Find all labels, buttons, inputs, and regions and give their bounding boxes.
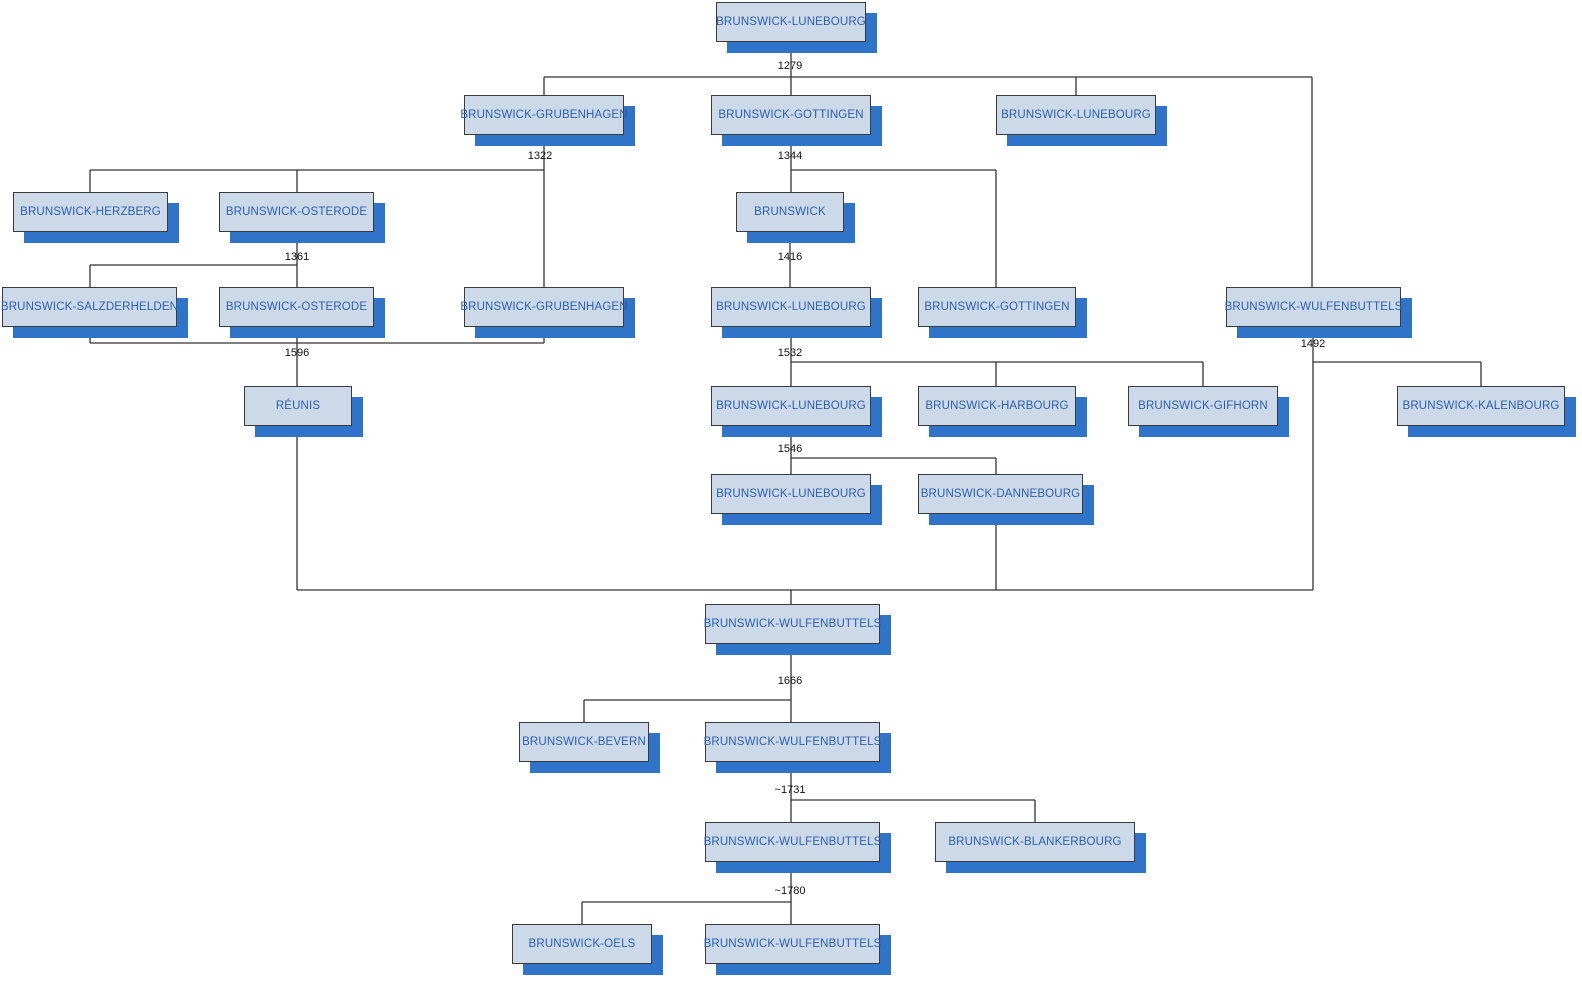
edge-year-label: 1532 [777,347,803,359]
edge-year-label: 1361 [284,251,310,263]
edge-year-label: ~1731 [774,784,806,796]
tree-node[interactable]: BRUNSWICK-LUNEBOURG [711,287,871,327]
tree-node[interactable]: BRUNSWICK-KALENBOURG [1397,386,1565,426]
edge-year-label: ~1780 [774,885,806,897]
tree-node[interactable]: RÉUNIS [244,386,352,426]
tree-node[interactable]: BRUNSWICK-BEVERN [519,722,649,762]
tree-node[interactable]: BRUNSWICK-LUNEBOURG [716,2,866,42]
edge-year-label: 1596 [284,347,310,359]
tree-node[interactable]: BRUNSWICK-GOTTINGEN [918,287,1076,327]
edge-year-label: 1416 [777,251,803,263]
tree-node[interactable]: BRUNSWICK-OSTERODE [219,287,374,327]
tree-node[interactable]: BRUNSWICK-GRUBENHAGEN [460,287,628,327]
tree-node[interactable]: BRUNSWICK-DANNEBOURG [918,474,1083,514]
tree-node[interactable]: BRUNSWICK-WULFENBUTTELS [704,822,881,862]
edge-year-label: 1492 [1300,338,1326,350]
edge-year-label: 1666 [777,675,803,687]
edge-year-label: 1279 [777,60,803,72]
tree-node[interactable]: BRUNSWICK-OSTERODE [219,192,374,232]
tree-node[interactable]: BRUNSWICK-HERZBERG [13,192,168,232]
edge-year-label: 1546 [777,443,803,455]
tree-node[interactable]: BRUNSWICK-WULFENBUTTELS [704,604,881,644]
tree-node[interactable]: BRUNSWICK-BLANKERBOURG [935,822,1135,862]
tree-node[interactable]: BRUNSWICK-GRUBENHAGEN [460,95,628,135]
tree-node[interactable]: BRUNSWICK-OELS [512,924,652,964]
edge-year-label: 1344 [777,150,803,162]
tree-node[interactable]: BRUNSWICK-LUNEBOURG [996,95,1156,135]
tree-node[interactable]: BRUNSWICK-SALZDERHELDEN [1,287,178,327]
tree-node[interactable]: BRUNSWICK-HARBOURG [918,386,1076,426]
tree-node[interactable]: BRUNSWICK-GIFHORN [1128,386,1278,426]
tree-node[interactable]: BRUNSWICK [736,192,844,232]
tree-node[interactable]: BRUNSWICK-LUNEBOURG [711,474,871,514]
tree-node[interactable]: BRUNSWICK-GOTTINGEN [711,95,871,135]
tree-node[interactable]: BRUNSWICK-LUNEBOURG [711,386,871,426]
tree-node[interactable]: BRUNSWICK-WULFENBUTTELS [704,924,881,964]
tree-node[interactable]: BRUNSWICK-WULFENBUTTELS [1225,287,1402,327]
edge-year-label: 1322 [527,150,553,162]
tree-node[interactable]: BRUNSWICK-WULFENBUTTELS [704,722,881,762]
